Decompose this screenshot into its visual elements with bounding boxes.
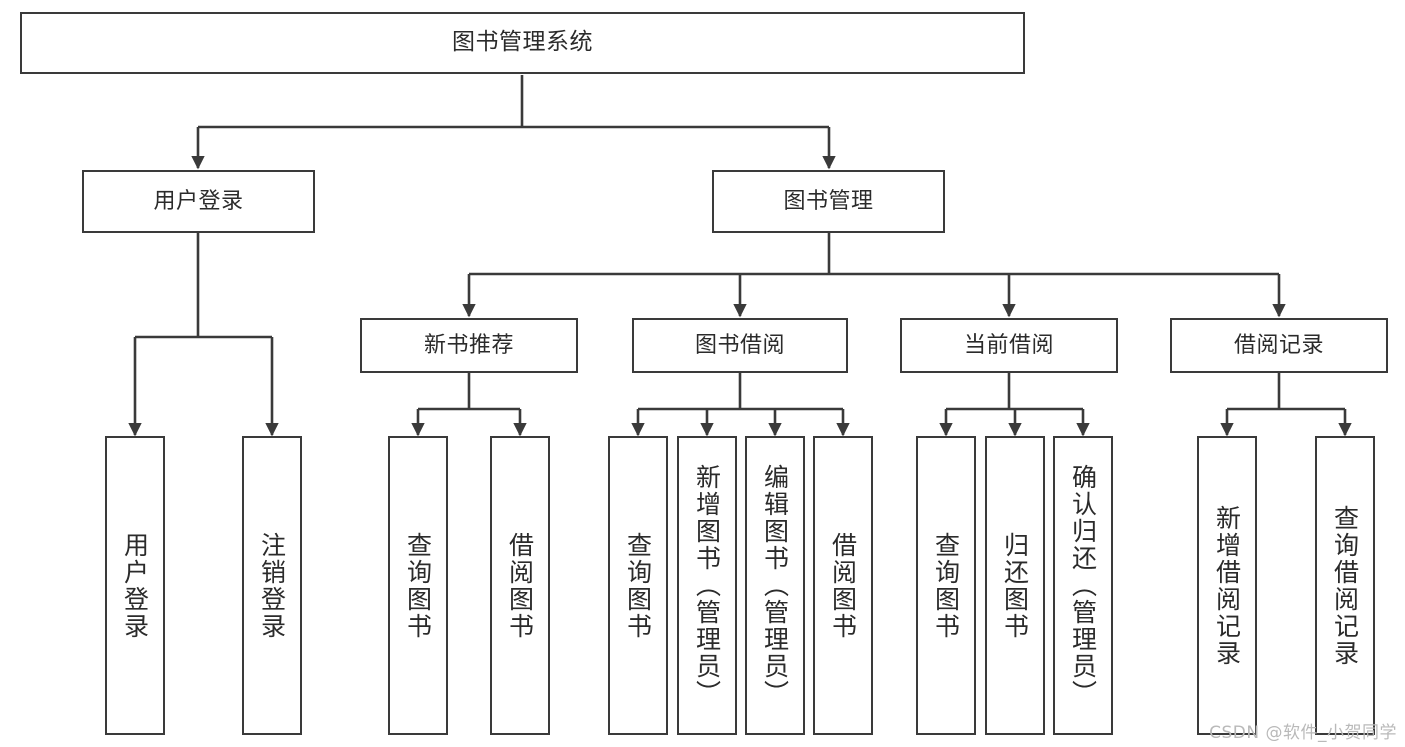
node-label: 图书管理系统 [452,29,593,56]
node-label: 注销登录 [257,531,287,640]
node-label: 新书推荐 [423,332,514,358]
node-label: 归还图书 [1000,531,1030,640]
node-label: 借阅记录 [1233,332,1324,358]
node-label: 查询图书 [403,531,433,640]
node-leaf-logout-login[interactable]: 注销登录 [242,436,302,735]
node-label: 借阅图书 [505,531,535,640]
node-leaf-edit-book-admin[interactable]: 编辑图书（管理员） [745,436,805,735]
node-leaf-user-login[interactable]: 用户登录 [105,436,165,735]
node-label: 借阅图书 [828,531,858,640]
node-label: 图书借阅 [694,332,785,358]
node-label: 查询图书 [931,531,961,640]
node-leaf-query-book-2[interactable]: 查询图书 [608,436,668,735]
node-new-book-recommend[interactable]: 新书推荐 [360,318,578,373]
csdn-watermark: CSDN @软件_小贺同学 [1209,723,1397,743]
node-leaf-return-book[interactable]: 归还图书 [985,436,1045,735]
node-book-borrow[interactable]: 图书借阅 [632,318,848,373]
node-leaf-borrow-book-2[interactable]: 借阅图书 [813,436,873,735]
node-label: 编辑图书（管理员） [760,464,790,707]
node-label: 确认归还（管理员） [1068,464,1098,707]
node-borrow-record[interactable]: 借阅记录 [1170,318,1388,373]
node-label: 用户登录 [120,531,150,640]
node-leaf-borrow-book-1[interactable]: 借阅图书 [490,436,550,735]
node-leaf-confirm-return-admin[interactable]: 确认归还（管理员） [1053,436,1113,735]
node-label: 查询借阅记录 [1330,504,1360,667]
node-label: 查询图书 [623,531,653,640]
node-current-borrow[interactable]: 当前借阅 [900,318,1118,373]
node-leaf-add-borrow-record[interactable]: 新增借阅记录 [1197,436,1257,735]
node-label: 当前借阅 [963,332,1054,358]
node-leaf-query-borrow-record[interactable]: 查询借阅记录 [1315,436,1375,735]
node-user-login[interactable]: 用户登录 [82,170,315,233]
node-label: 图书管理 [783,188,874,214]
node-label: 新增借阅记录 [1212,504,1242,667]
node-label: 新增图书（管理员） [692,464,722,707]
node-leaf-add-book-admin[interactable]: 新增图书（管理员） [677,436,737,735]
node-label: 用户登录 [153,188,244,214]
node-leaf-query-book-3[interactable]: 查询图书 [916,436,976,735]
node-book-management[interactable]: 图书管理 [712,170,945,233]
node-leaf-query-book-1[interactable]: 查询图书 [388,436,448,735]
node-root-book-management-system[interactable]: 图书管理系统 [20,12,1025,74]
